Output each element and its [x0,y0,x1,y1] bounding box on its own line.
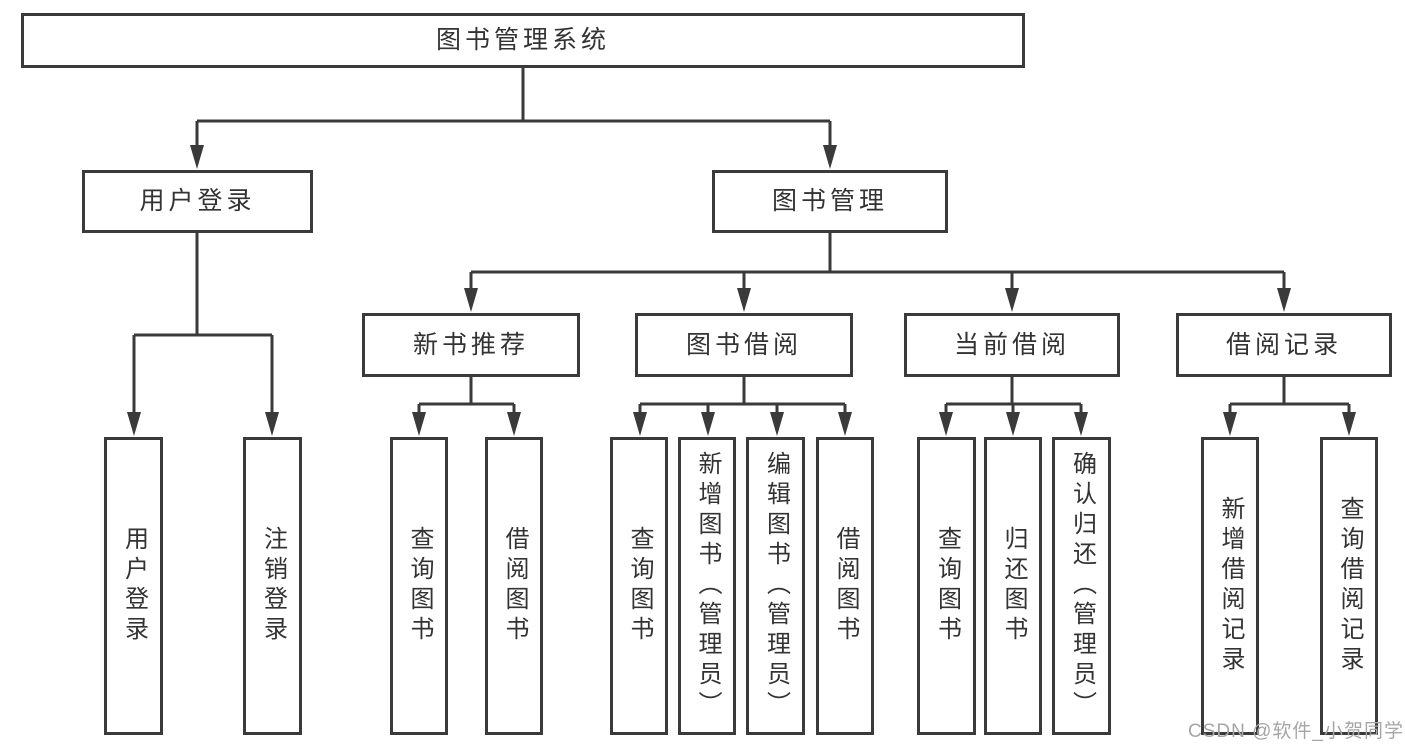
node-label: 确认归还（管理员） [1068,451,1096,721]
node-label: 查询图书 [406,526,433,646]
node-borrow-books-borrowing: 借阅图书 [816,437,874,735]
node-label: 图书借阅 [685,330,802,359]
node-current-borrowing: 当前借阅 [904,313,1120,377]
node-book-borrowing: 图书借阅 [635,313,853,377]
node-return-books: 归还图书 [984,437,1042,735]
node-label: 借阅图书 [832,526,859,646]
node-label: 用户登录 [120,526,148,646]
node-library-system: 图书管理系统 [21,13,1025,68]
node-query-borrow-record: 查询借阅记录 [1320,437,1378,735]
node-label: 图书管理系统 [435,26,610,54]
node-book-management: 图书管理 [712,170,948,233]
node-user-login-action: 用户登录 [104,437,163,735]
node-label: 查询借阅记录 [1336,496,1363,676]
node-new-book-recommend: 新书推荐 [362,313,580,377]
node-edit-books-admin: 编辑图书（管理员） [746,437,805,735]
node-label: 当前借阅 [953,330,1070,359]
node-label: 图书管理 [771,187,888,215]
node-confirm-return-admin: 确认归还（管理员） [1052,437,1111,735]
node-label: 新增借阅记录 [1217,496,1244,676]
node-borrow-books-recommend: 借阅图书 [485,437,543,735]
node-label: 借阅记录 [1225,330,1342,359]
node-logout-action: 注销登录 [243,437,302,735]
csdn-watermark: CSDN @软件_小贺同学 [1188,721,1404,742]
node-add-borrow-record: 新增借阅记录 [1201,437,1259,735]
node-label: 查询图书 [626,526,653,646]
node-add-books-admin: 新增图书（管理员） [678,437,736,735]
node-label: 注销登录 [259,526,287,646]
node-user-login: 用户登录 [82,170,313,233]
node-borrowing-records: 借阅记录 [1176,313,1392,377]
node-label: 编辑图书（管理员） [762,451,790,721]
node-label: 借阅图书 [501,526,528,646]
node-label: 新书推荐 [412,330,529,359]
node-label: 新增图书（管理员） [694,451,721,721]
node-query-books-borrowing: 查询图书 [610,437,668,735]
node-label: 归还图书 [1000,526,1027,646]
node-query-books-recommend: 查询图书 [390,437,448,735]
node-query-books-current: 查询图书 [917,437,976,735]
node-label: 查询图书 [933,526,961,646]
node-label: 用户登录 [139,187,256,215]
